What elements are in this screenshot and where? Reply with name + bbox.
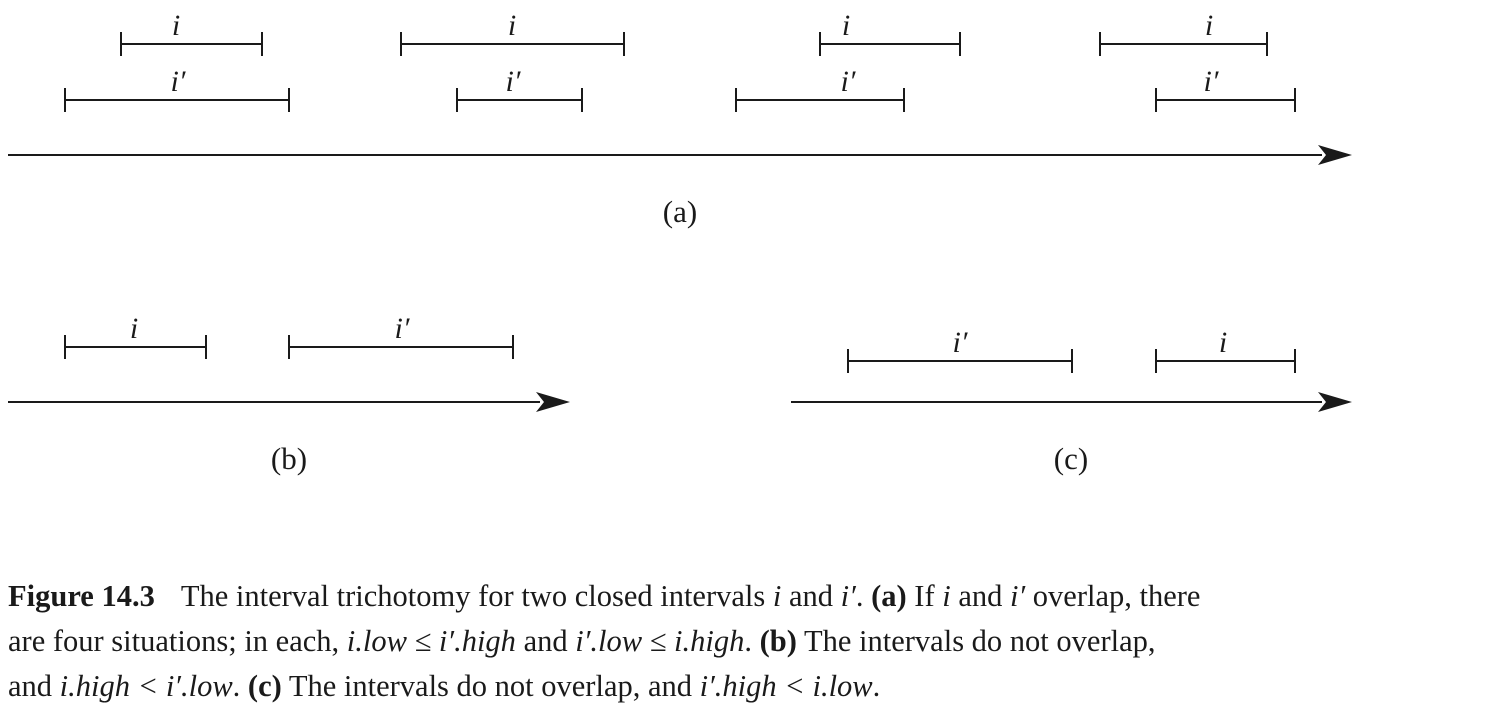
caption-text: are four situations; in each,: [8, 624, 347, 658]
label-i-a4: i: [1205, 9, 1213, 42]
interval-i-prime-c: [847, 349, 1073, 373]
interval-i-prime-b: [288, 335, 514, 359]
caption-text: and: [8, 669, 60, 703]
interval-i-prime-a1: [64, 88, 290, 112]
interval-i-a3: [819, 32, 961, 56]
label-i-prime-a4: i′: [1204, 65, 1219, 98]
interval-i-prime-a3: [735, 88, 905, 112]
interval-i-c: [1155, 349, 1296, 373]
caption-math: i.high < i′.low: [59, 669, 233, 703]
caption-part-label-c: (c): [247, 669, 282, 703]
caption-math: i.low ≤ i′.high: [346, 624, 516, 658]
caption-math: i′.low ≤ i.high: [575, 624, 745, 658]
caption-line-1: Figure 14.3 The interval trichotomy for t…: [8, 574, 1492, 619]
label-i-prime-a1: i′: [171, 65, 186, 98]
label-i-a1: i: [172, 9, 180, 42]
interval-i-a2: [400, 32, 625, 56]
label-i-prime-b: i′: [395, 312, 410, 345]
caption-line-3: and i.high < i′.low. (c) The intervals d…: [8, 664, 1492, 709]
label-i-a3: i: [842, 9, 850, 42]
caption-text: overlap, there: [1025, 579, 1201, 613]
caption-text: .: [855, 579, 872, 613]
interval-i-a4: [1099, 32, 1268, 56]
caption-text: The intervals do not overlap,: [796, 624, 1156, 658]
arrowhead-b: [536, 392, 570, 412]
panel-c: [791, 349, 1322, 403]
interval-i-prime-a4: [1155, 88, 1296, 112]
label-i-b: i: [130, 312, 138, 345]
arrowhead-c: [1318, 392, 1352, 412]
caption-text: If: [906, 579, 943, 613]
caption-text: The interval trichotomy for two closed i…: [180, 579, 773, 613]
panel-label-a: (a): [663, 194, 697, 229]
caption-math: i′: [840, 579, 856, 613]
label-i-prime-c: i′: [953, 326, 968, 359]
label-i-a2: i: [508, 9, 516, 42]
caption-text: The intervals do not overlap, and: [281, 669, 700, 703]
interval-i-a1: [120, 32, 263, 56]
interval-i-b: [64, 335, 207, 359]
caption-text: .: [232, 669, 248, 703]
panel-a: [8, 32, 1322, 156]
caption-text: and: [515, 624, 576, 658]
interval-trichotomy-diagram: i i′ i i′ i i′ i i′ i i′ i′ i (a) (b) (c…: [8, 9, 1352, 476]
caption-math: i′: [1010, 579, 1026, 613]
label-i-prime-a3: i′: [841, 65, 856, 98]
caption-text: .: [744, 624, 760, 658]
arrowhead-a: [1318, 145, 1352, 165]
interval-i-prime-a2: [456, 88, 583, 112]
panel-b: [8, 335, 540, 403]
caption-text: and: [950, 579, 1011, 613]
caption-text: .: [872, 669, 881, 703]
caption-line-2: are four situations; in each, i.low ≤ i′…: [8, 619, 1492, 664]
caption-part-label-a: (a): [871, 579, 907, 613]
caption-math: i: [942, 579, 951, 613]
label-i-c: i: [1219, 326, 1227, 359]
caption-math: i: [772, 579, 782, 613]
caption-math: i′.high < i.low: [699, 669, 873, 703]
caption-part-label-b: (b): [759, 624, 797, 658]
figure-caption: Figure 14.3 The interval trichotomy for t…: [8, 574, 1492, 709]
label-i-prime-a2: i′: [506, 65, 521, 98]
panel-label-b: (b): [271, 441, 307, 476]
panel-label-c: (c): [1054, 441, 1088, 476]
figure-label: Figure 14.3: [8, 579, 155, 613]
caption-text: and: [781, 579, 841, 613]
